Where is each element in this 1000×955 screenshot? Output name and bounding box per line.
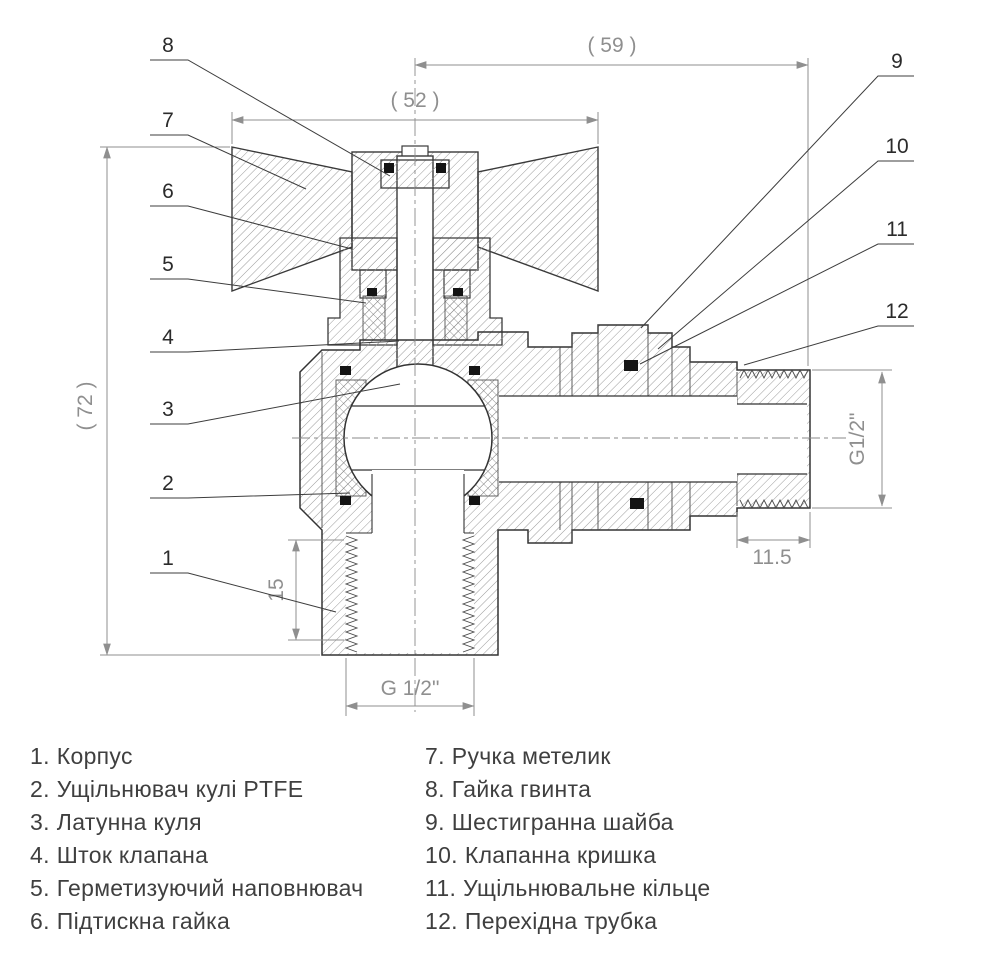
leader-7 — [150, 134, 307, 190]
legend-number: 12. — [425, 908, 458, 934]
stem-seal-right — [436, 163, 446, 173]
leader-10 — [657, 160, 914, 350]
dimension-label-72: ( 72 ) — [74, 381, 97, 430]
legend-item-8: 8.Гайка гвинта — [425, 773, 710, 806]
legend-item-1: 1.Корпус — [30, 740, 363, 773]
legend-label: Герметизуючий наповнювач — [56, 875, 364, 901]
dimension-label-115: 11.5 — [752, 546, 791, 569]
legend-item-12: 12.Перехідна трубка — [425, 905, 710, 938]
leader-8 — [150, 59, 391, 177]
legend-number: 7. — [425, 743, 445, 769]
legend-number: 9. — [425, 809, 445, 835]
legend-item-9: 9.Шестигранна шайба — [425, 806, 710, 839]
callout-6: 6 — [162, 180, 174, 203]
centerlines — [292, 58, 846, 712]
dimension-115: 11.5 — [736, 512, 811, 569]
legend-item-4: 4.Шток клапана — [30, 839, 363, 872]
legend-item-2: 2.Ущільнювач кулі PTFE — [30, 773, 363, 806]
legend-label: Гайка гвинта — [451, 776, 592, 802]
callout-4: 4 — [162, 326, 174, 349]
vertical-passage — [371, 470, 465, 536]
leader-3 — [150, 383, 401, 425]
legend-number: 2. — [30, 776, 50, 802]
legend-number: 10. — [425, 842, 458, 868]
dimension-g12-bottom: G 1/2" — [345, 658, 475, 716]
legend-number: 1. — [30, 743, 50, 769]
legend-label: Підтискна гайка — [56, 908, 231, 934]
callouts — [150, 59, 914, 613]
dimension-label-g12-right: G1/2" — [846, 413, 869, 466]
o-ring-bottom — [630, 498, 644, 509]
callout-5: 5 — [162, 253, 174, 276]
legend-item-10: 10.Клапанна кришка — [425, 839, 710, 872]
legend-item-11: 11.Ущільнювальне кільце — [425, 872, 710, 905]
legend-item-3: 3.Латунна куля — [30, 806, 363, 839]
legend-label: Перехідна трубка — [464, 908, 658, 934]
legend-label: Корпус — [56, 743, 133, 769]
leader-11 — [639, 243, 914, 365]
leader-12 — [743, 325, 914, 366]
legend-label: Ущільнювач кулі PTFE — [56, 776, 304, 802]
legend-label: Ущільнювальне кільце — [463, 875, 711, 901]
legend-label: Шестигранна шайба — [451, 809, 674, 835]
callout-1: 1 — [162, 547, 174, 570]
right-bore — [499, 395, 807, 483]
legend-number: 3. — [30, 809, 50, 835]
leader-4 — [150, 340, 400, 353]
leader-9 — [640, 75, 914, 329]
bottom-port — [344, 532, 476, 653]
dimension-g12-right: G1/2" — [812, 369, 892, 509]
dimension-label-g12-bottom: G 1/2" — [381, 677, 440, 700]
dimension-72: ( 72 ) — [74, 146, 320, 656]
callout-numbers: 8 7 6 5 4 3 2 1 9 10 11 12 — [162, 34, 909, 570]
adapter-thread — [739, 368, 809, 510]
leader-6 — [150, 205, 353, 250]
callout-3: 3 — [162, 398, 174, 421]
o-ring-top — [624, 360, 638, 371]
legend-number: 6. — [30, 908, 50, 934]
leader-5 — [150, 278, 367, 304]
legend-item-5: 5.Герметизуючий наповнювач — [30, 872, 363, 905]
legend-number: 5. — [30, 875, 50, 901]
seal-rings — [340, 360, 644, 509]
callout-11: 11 — [886, 218, 908, 241]
callout-2: 2 — [162, 472, 174, 495]
legend-item-7: 7.Ручка метелик — [425, 740, 710, 773]
callout-10: 10 — [885, 135, 908, 158]
legend-label: Латунна куля — [56, 809, 202, 835]
callout-8: 8 — [162, 34, 174, 57]
legend-label: Клапанна кришка — [464, 842, 657, 868]
legend-number: 8. — [425, 776, 445, 802]
legend-right-column: 7.Ручка метелик 8.Гайка гвинта 9.Шестигр… — [425, 740, 710, 938]
dimension-label-59: ( 59 ) — [587, 34, 636, 57]
stem-seal-left — [384, 163, 394, 173]
legend-number: 4. — [30, 842, 50, 868]
legend-left-column: 1.Корпус 2.Ущільнювач кулі PTFE 3.Латунн… — [30, 740, 363, 938]
dimension-15: 15 — [265, 539, 344, 641]
legend-label: Шток клапана — [56, 842, 209, 868]
dimension-label-15: 15 — [265, 578, 288, 601]
leader-2 — [150, 492, 351, 499]
legend-number: 11. — [425, 875, 457, 901]
dimension-59: ( 59 ) — [414, 34, 809, 366]
callout-9: 9 — [891, 50, 903, 73]
legend-label: Ручка метелик — [451, 743, 611, 769]
dimension-label-52: ( 52 ) — [390, 89, 439, 112]
leader-1 — [150, 572, 337, 613]
valve-technical-drawing: ( 59 ) ( 52 ) ( 72 ) 15 G 1/2" — [74, 34, 914, 716]
callout-12: 12 — [885, 300, 908, 323]
legend-item-6: 6.Підтискна гайка — [30, 905, 363, 938]
callout-7: 7 — [162, 109, 174, 132]
